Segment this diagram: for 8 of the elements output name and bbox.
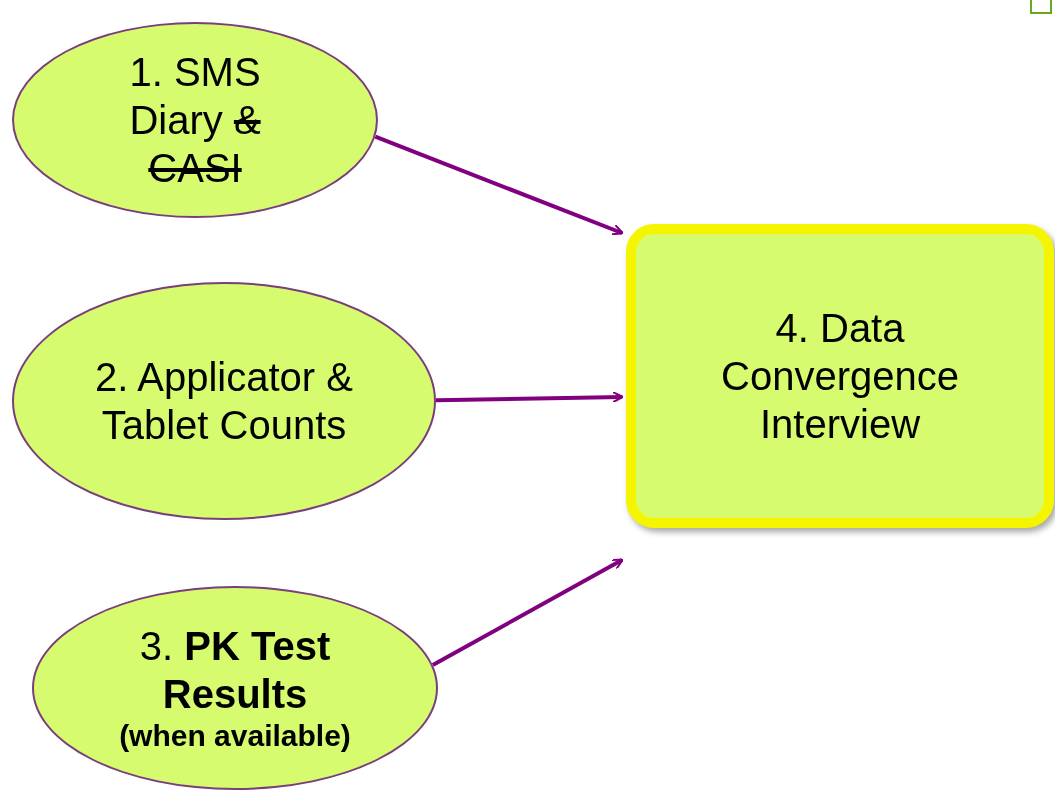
arrow — [374, 134, 624, 236]
node-text: (when available) — [118, 718, 352, 754]
node-text: 1. SMS Diary & CASI — [128, 49, 262, 192]
rounded-box — [626, 224, 1054, 528]
arrow — [435, 391, 624, 404]
node-text: 4. Data Convergence Interview — [720, 305, 960, 448]
node-text: 3. PK Test Results — [138, 623, 332, 718]
node-text: 2. Applicator & Tablet Counts — [94, 354, 354, 449]
